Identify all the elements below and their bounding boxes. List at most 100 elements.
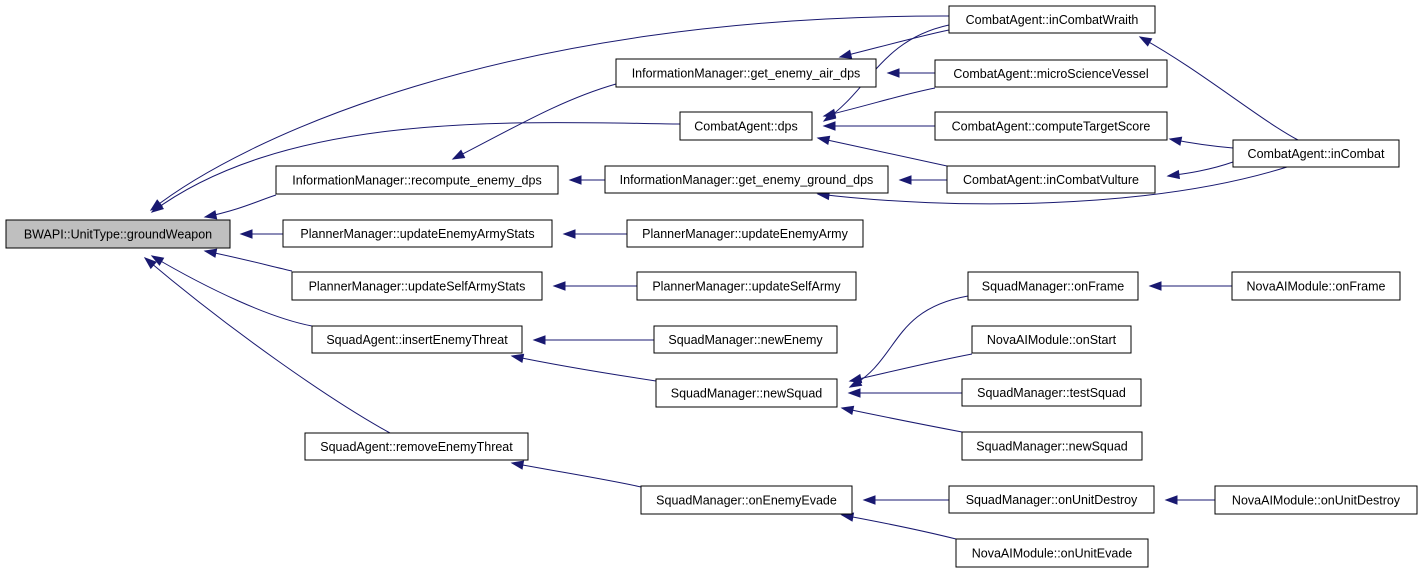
caller-node[interactable]: NovaAIModule::onFrame xyxy=(1231,271,1401,301)
node-box xyxy=(282,219,553,248)
node-box xyxy=(679,111,813,141)
caller-node[interactable]: PlannerManager::updateSelfArmyStats xyxy=(291,271,543,301)
caller-node[interactable]: InformationManager::recompute_enemy_dps xyxy=(275,165,559,195)
arrow-head-icon xyxy=(532,335,546,345)
node-box xyxy=(948,5,1156,34)
edge-line xyxy=(849,353,973,382)
caller-node[interactable]: NovaAIModule::onUnitDestroy xyxy=(1214,485,1418,515)
caller-node[interactable]: CombatAgent::microScienceVessel xyxy=(934,59,1168,88)
root-function-node[interactable]: BWAPI::UnitType::groundWeapon xyxy=(5,219,231,249)
node-box xyxy=(275,165,559,195)
edge-n23-n24 xyxy=(862,495,949,505)
nodes-layer: BWAPI::UnitType::groundWeapon CombatAgent… xyxy=(5,5,1418,568)
caller-node[interactable]: PlannerManager::updateSelfArmy xyxy=(636,271,857,301)
edge-line xyxy=(839,29,950,58)
arrow-head-icon xyxy=(203,248,218,258)
node-label: SquadManager::onFrame xyxy=(982,280,1124,294)
edge-n4-n5 xyxy=(822,121,935,131)
node-box xyxy=(961,431,1143,461)
edge-n1-n6 xyxy=(1138,36,1299,141)
edge-line xyxy=(151,255,313,327)
edge-n2-n3 xyxy=(886,68,935,78)
edge-line xyxy=(841,514,957,540)
caller-node[interactable]: CombatAgent::inCombatVulture xyxy=(946,165,1156,194)
arrow-head-icon xyxy=(1166,169,1180,180)
edge-n0-n4 xyxy=(150,122,681,213)
arrow-head-icon xyxy=(838,49,853,59)
edge-n23-n26 xyxy=(840,512,957,540)
caller-node[interactable]: CombatAgent::dps xyxy=(679,111,813,141)
arrow-head-icon xyxy=(510,460,525,470)
node-label: PlannerManager::updateSelfArmyStats xyxy=(309,280,526,294)
caller-node[interactable]: InformationManager::get_enemy_ground_dps xyxy=(604,165,889,194)
arrow-head-icon xyxy=(862,495,876,505)
edge-line xyxy=(511,355,657,382)
node-label: SquadManager::testSquad xyxy=(977,386,1126,400)
caller-node[interactable]: SquadManager::onEnemyEvade xyxy=(640,485,853,515)
node-label: NovaAIModule::onStart xyxy=(987,333,1117,347)
node-label: NovaAIModule::onFrame xyxy=(1247,280,1386,294)
node-label: SquadAgent::removeEnemyThreat xyxy=(320,440,513,454)
edge-line xyxy=(150,15,950,211)
caller-node[interactable]: SquadManager::testSquad xyxy=(961,378,1142,407)
arrow-head-icon xyxy=(552,281,566,291)
caller-node[interactable]: CombatAgent::computeTargetScore xyxy=(934,111,1168,141)
edge-n10-n11 xyxy=(562,229,627,239)
node-box xyxy=(934,111,1168,141)
node-box xyxy=(961,378,1142,407)
node-box xyxy=(955,538,1149,568)
edge-line xyxy=(817,137,948,167)
node-label: SquadManager::newSquad xyxy=(976,440,1128,454)
arrow-head-icon xyxy=(1148,281,1162,291)
arrow-head-icon xyxy=(150,201,165,213)
node-label: BWAPI::UnitType::groundWeapon xyxy=(24,228,212,242)
node-box xyxy=(291,271,543,301)
node-label: SquadManager::newSquad xyxy=(671,387,823,401)
caller-node[interactable]: NovaAIModule::onUnitEvade xyxy=(955,538,1149,568)
arrow-head-icon xyxy=(150,255,165,266)
edge-n19-n18 xyxy=(848,353,973,384)
node-box xyxy=(5,219,231,249)
node-label: SquadManager::newEnemy xyxy=(668,333,823,347)
arrow-head-icon xyxy=(840,405,855,416)
edge-n16-n17 xyxy=(532,335,654,345)
caller-node[interactable]: SquadManager::onUnitDestroy xyxy=(948,485,1155,514)
caller-node[interactable]: InformationManager::get_enemy_air_dps xyxy=(615,58,877,88)
node-box xyxy=(311,325,523,354)
caller-node[interactable]: SquadManager::newSquad xyxy=(961,431,1143,461)
edge-line xyxy=(144,257,391,434)
node-label: NovaAIModule::onUnitEvade xyxy=(972,547,1133,561)
arrow-head-icon xyxy=(510,353,525,364)
node-label: SquadAgent::insertEnemyThreat xyxy=(326,333,508,347)
caller-node[interactable]: PlannerManager::updateEnemyArmy xyxy=(626,219,864,248)
edge-n4-n9 xyxy=(816,135,948,167)
caller-node[interactable]: SquadManager::newSquad xyxy=(655,378,838,408)
arrow-head-icon xyxy=(898,175,912,185)
node-box xyxy=(946,165,1156,194)
edge-n2-n7 xyxy=(451,83,617,160)
caller-node[interactable]: CombatAgent::inCombat xyxy=(1232,139,1400,168)
caller-node[interactable]: NovaAIModule::onStart xyxy=(971,325,1132,354)
node-label: CombatAgent::computeTargetScore xyxy=(952,120,1151,134)
caller-node[interactable]: SquadManager::onFrame xyxy=(967,271,1139,301)
node-label: InformationManager::get_enemy_ground_dps xyxy=(620,173,874,187)
node-box xyxy=(967,271,1139,301)
edge-line xyxy=(823,24,950,122)
edge-line xyxy=(151,122,681,213)
arrow-head-icon xyxy=(568,175,582,185)
arrow-head-icon xyxy=(451,149,466,160)
node-box xyxy=(655,378,838,408)
edge-n22-n23 xyxy=(510,460,642,488)
edge-line xyxy=(841,407,963,433)
edge-line xyxy=(511,462,642,488)
edge-n7-n8 xyxy=(568,175,605,185)
caller-node[interactable]: SquadAgent::removeEnemyThreat xyxy=(304,432,529,461)
node-label: InformationManager::recompute_enemy_dps xyxy=(292,174,541,188)
caller-node[interactable]: SquadAgent::insertEnemyThreat xyxy=(311,325,523,354)
caller-node[interactable]: CombatAgent::inCombatWraith xyxy=(948,5,1156,34)
arrow-head-icon xyxy=(1138,36,1153,47)
node-label: CombatAgent::dps xyxy=(694,120,798,134)
arrow-head-icon xyxy=(822,108,837,118)
caller-node[interactable]: SquadManager::newEnemy xyxy=(653,325,838,354)
caller-node[interactable]: PlannerManager::updateEnemyArmyStats xyxy=(282,219,553,248)
